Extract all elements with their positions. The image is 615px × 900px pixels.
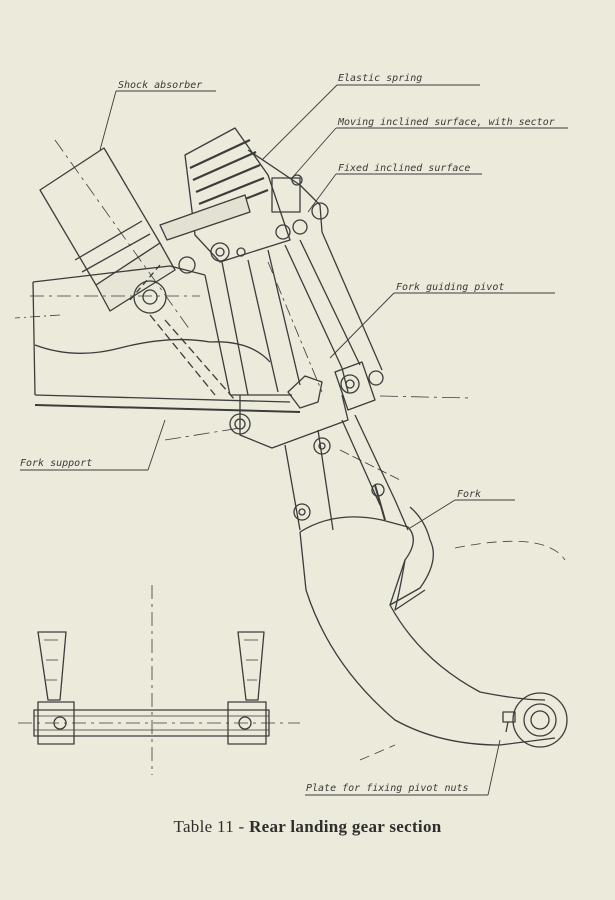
label-shock-absorber: Shock absorber [118,80,202,91]
label-fork-guiding-pivot: Fork guiding pivot [396,282,504,293]
label-fixed-inclined-surface: Fixed inclined surface [338,163,470,174]
fork-leg [284,414,409,531]
figure-caption: Table 11 - Rear landing gear section [0,817,615,837]
caption-table-number: Table 11 [173,817,234,836]
label-elastic-spring: Elastic spring [338,73,422,84]
front-view-detail [18,585,300,775]
caption-separator: - [234,817,250,836]
fork-arm [299,506,568,761]
main-column [204,231,383,409]
leader-lines [20,84,568,796]
label-fork: Fork [457,489,481,500]
caption-title: Rear landing gear section [249,817,442,836]
shock-absorber-body [39,139,191,331]
spring-housing [159,127,329,274]
fork-guiding-pivot [334,361,471,411]
label-moving-inclined-surface: Moving inclined surface, with sector [337,117,555,128]
fork-support-housing [14,265,301,413]
label-plate-for-fixing-pivot-nuts: Plate for fixing pivot nuts [306,783,469,794]
label-fork-support: Fork support [20,458,92,469]
